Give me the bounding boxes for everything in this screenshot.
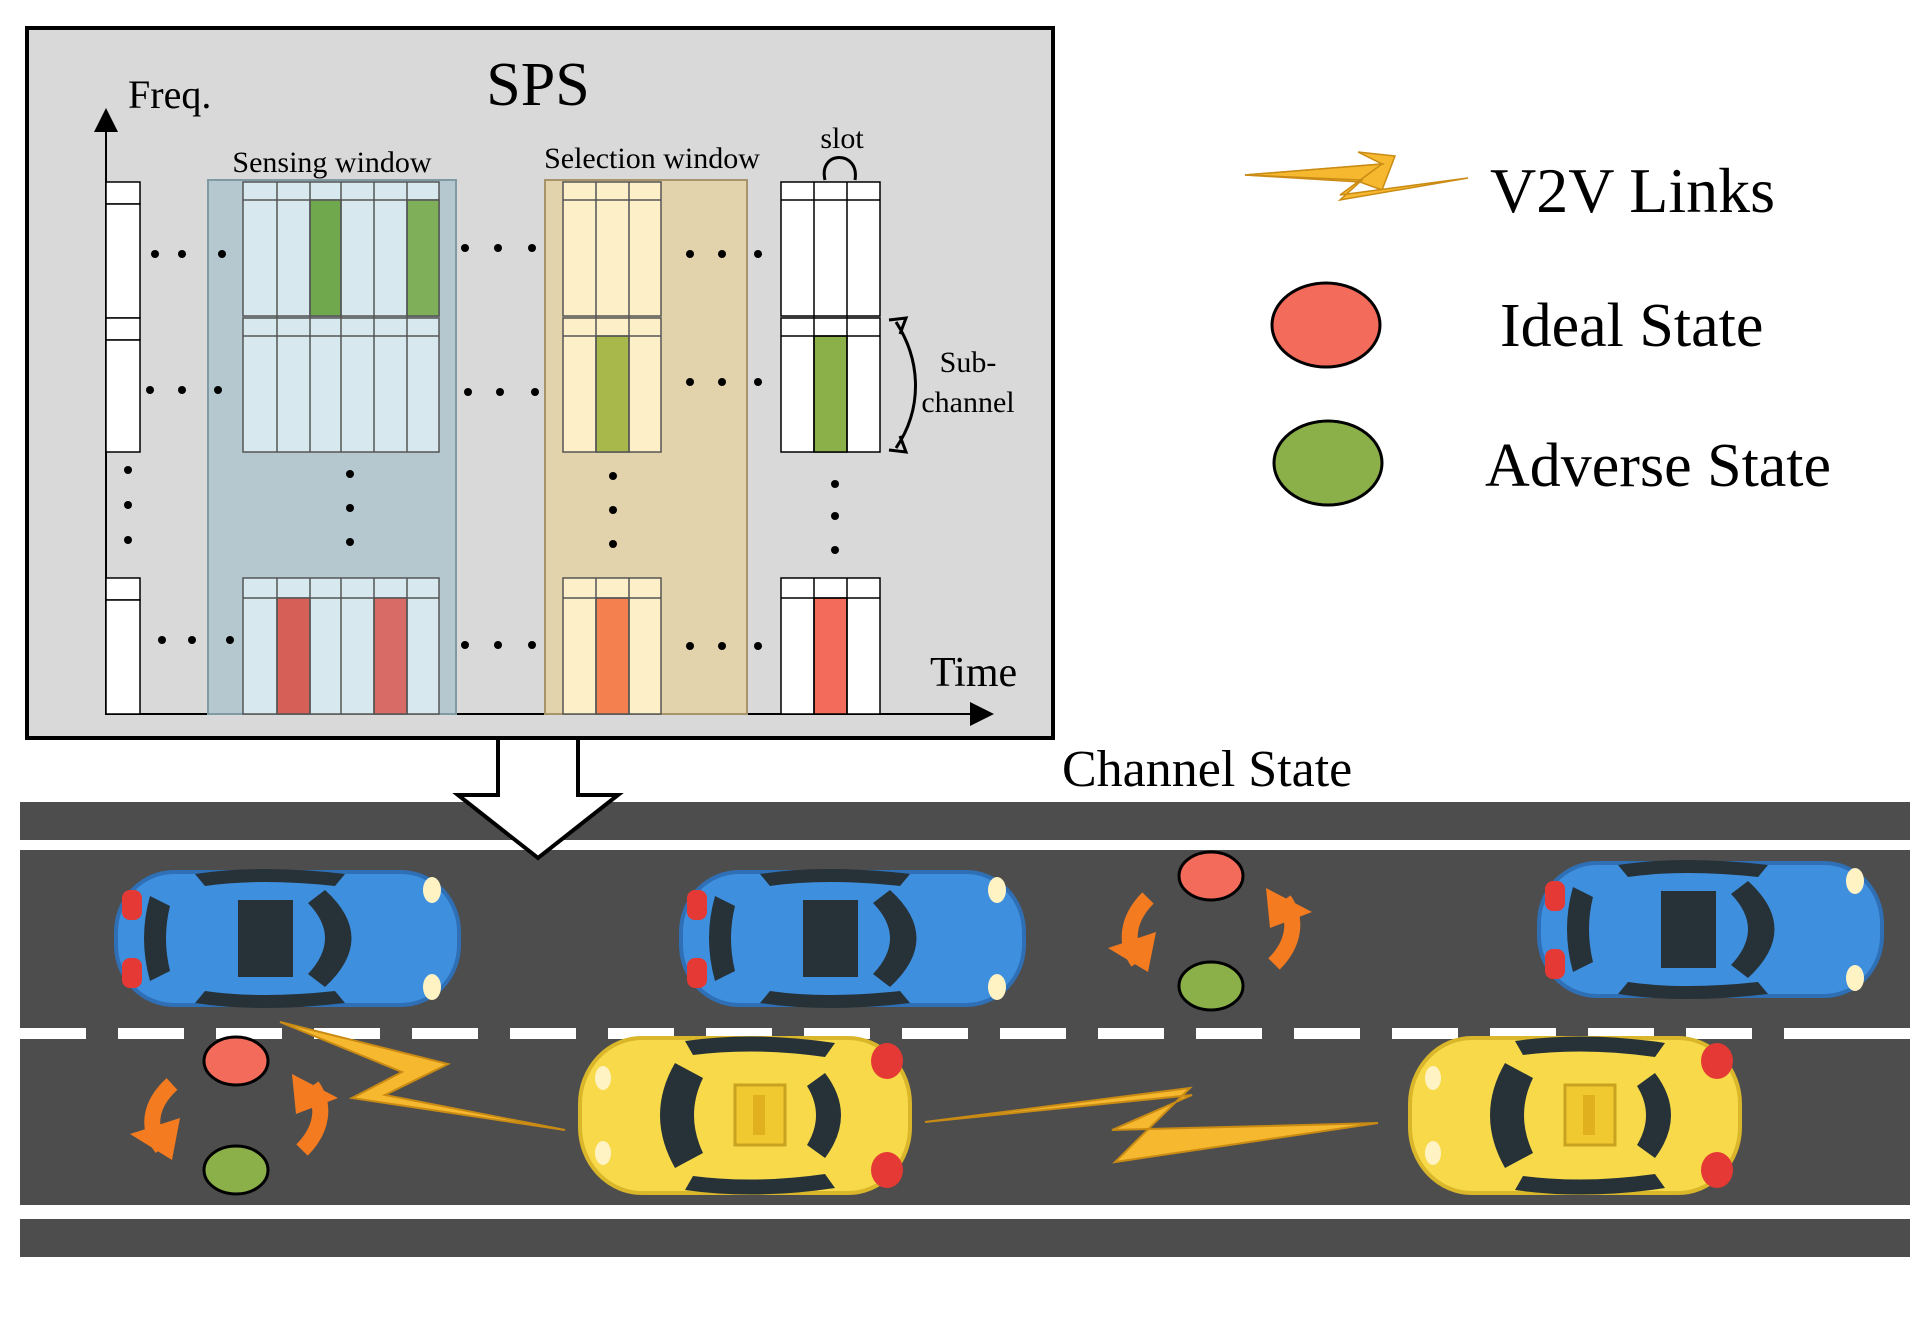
adverse-cell [406,199,440,317]
subchannel-label-1: Sub- [940,346,997,379]
down-arrow [452,736,624,861]
ideal-state-swatch [1270,281,1382,369]
slot-label: slot [820,122,864,155]
lightning-icon [924,1086,1379,1164]
freq-label: Freq. [128,72,211,117]
state-switch-top [1108,850,1312,1012]
legend-ideal-label: Ideal State [1500,292,1763,360]
adverse-cell [813,335,848,453]
blue-car [114,867,461,1010]
selection-window: Selection window [544,142,760,715]
ellipsis-dots [124,244,839,650]
slot-bracket [822,156,857,181]
lightning-icon [1244,163,1469,202]
subchannel-label-2: channel [921,386,1014,419]
adverse-cell [309,199,342,317]
ideal-cell [813,597,848,715]
lane-divider [20,1028,1910,1039]
legend-v2v-label: V2V Links [1490,155,1775,226]
sensing-window-label: Sensing window [232,146,432,179]
resource-column-left [105,181,141,715]
state-switch-bottom [130,1035,338,1196]
adverse-state-swatch [1272,419,1384,507]
resource-column-right: slot Sub- channel [780,122,1015,715]
adverse-cell [595,335,630,453]
yellow-car [1408,1034,1742,1197]
time-label: Time [930,650,1017,696]
sensing-window: Sensing window [207,146,457,715]
sps-box [25,26,1055,740]
ideal-state-dot [1177,850,1245,902]
ideal-cell [276,597,311,715]
adverse-state-dot [1177,960,1245,1012]
sps-title: SPS [486,51,589,119]
legend: V2V Links Ideal State Adverse State [1244,151,1831,507]
blue-car [1537,858,1884,1001]
legend-adverse-label: Adverse State [1485,432,1831,500]
sps-panel: SPS Freq. Time Sensing window [25,26,1055,740]
subchannel-bracket [894,321,917,449]
lightning-icon [279,1021,566,1131]
yellow-car [578,1034,912,1197]
selection-window-label: Selection window [544,142,760,175]
adverse-state-dot [202,1144,270,1196]
ideal-cell [373,597,408,715]
ideal-state-dot [202,1035,270,1087]
channel-state-label: Channel State [1062,741,1352,798]
blue-car [679,867,1026,1010]
ideal-cell [595,597,630,715]
